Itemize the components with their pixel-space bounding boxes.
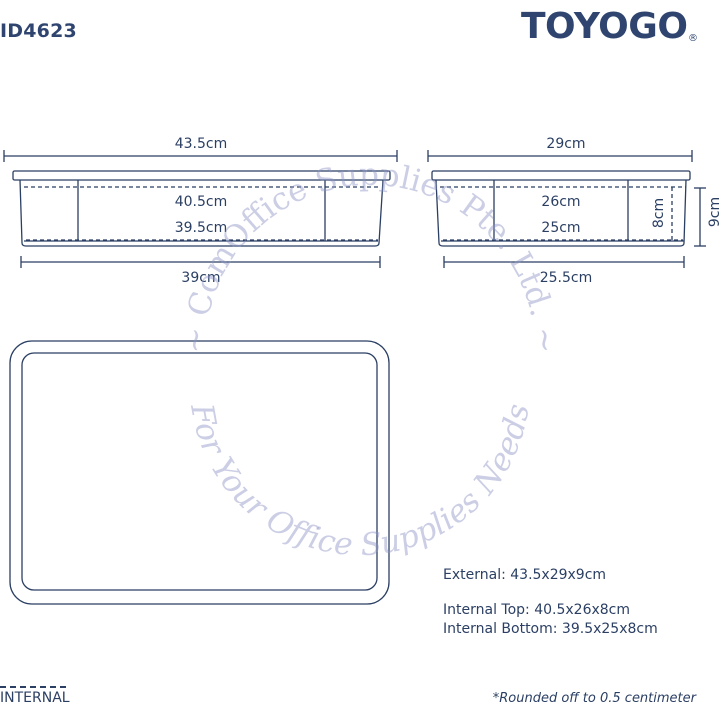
watermark-seal: ~ ComOffice Supplies Pte. Ltd. ~ ~ For Y…	[0, 0, 563, 563]
end-external-height-label: 9cm	[707, 197, 720, 227]
spec-internal-bottom: Internal Bottom: 39.5x25x8cm	[443, 621, 658, 637]
side-view	[3, 150, 398, 268]
end-external-top-label: 29cm	[546, 136, 585, 152]
side-body	[19, 179, 384, 247]
end-rim	[431, 170, 691, 181]
watermark-bottom-text: ~ For Your Office Supplies Needs ~	[0, 0, 538, 563]
end-internal-bottom-label: 25cm	[541, 220, 580, 236]
top-view	[9, 340, 390, 605]
footnote: *Rounded off to 0.5 centimeter	[492, 691, 696, 706]
side-rim	[12, 170, 391, 181]
legend-internal-dash	[0, 686, 66, 688]
end-external-bottom-label: 25.5cm	[540, 270, 593, 286]
end-body	[435, 179, 687, 247]
top-view-outer	[9, 340, 390, 605]
spec-internal-top: Internal Top: 40.5x26x8cm	[443, 602, 630, 618]
end-view	[427, 150, 706, 268]
legend-internal-label: INTERNAL	[0, 690, 70, 706]
end-internal-top-label: 26cm	[541, 194, 580, 210]
brand-logo: TOYOGO	[521, 6, 688, 47]
side-external-top-label: 43.5cm	[175, 136, 228, 152]
end-internal-height-label: 8cm	[651, 198, 667, 228]
side-external-bottom-label: 39cm	[181, 270, 220, 286]
registered-mark: ®	[688, 33, 698, 44]
spec-external: External: 43.5x29x9cm	[443, 567, 607, 583]
product-id: ID4623	[0, 20, 77, 42]
side-internal-top-label: 40.5cm	[175, 194, 228, 210]
top-view-inner	[21, 352, 378, 591]
side-internal-bottom-label: 39.5cm	[175, 220, 228, 236]
